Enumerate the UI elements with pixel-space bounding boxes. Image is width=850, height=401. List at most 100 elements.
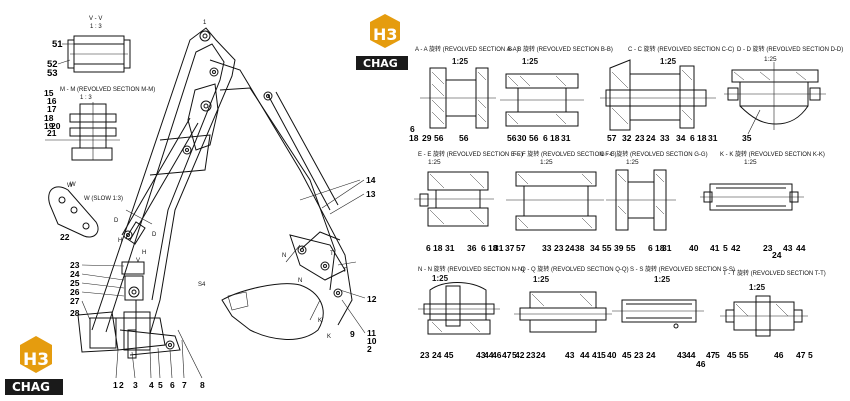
view-mm: M - M (REVOLVED SECTION M-M) 1 : 3 15 16… [44,87,155,161]
section-title: F - F 旋转 (REVOLVED SECTION F-F) [513,150,617,158]
logo-top: H3 CHAG [356,14,408,70]
vv-label: 52 [47,59,58,70]
section-label: 43 [565,350,575,360]
section-label: 6 [426,243,431,253]
main-label: 5 [158,380,163,390]
main-letter: T [330,251,334,257]
main-letter: D [114,218,119,224]
main-label: 2 [119,380,124,390]
main-label: 9 [350,329,355,339]
section-label: 31 [445,243,455,253]
section-title: N - N 旋转 (REVOLVED SECTION N-N) [418,265,524,273]
section-title: T - T 旋转 (REVOLVED SECTION T-T) [723,269,826,277]
section-label: 31 [708,133,718,143]
section-label: 56 [529,133,539,143]
section-label: 18 [550,133,560,143]
mm-label: 15 [44,88,54,98]
section-title: K - K 旋转 (REVOLVED SECTION K-K) [720,150,825,158]
section-scale: 1:25 [764,56,777,63]
section-label: 35 [742,133,752,143]
mm-label: 20 [51,121,61,131]
section-qq: Q - Q 旋转 (REVOLVED SECTION Q-Q) 1:25 42 … [514,265,629,360]
section-label: 47 [796,350,806,360]
section-label: 30 [517,133,527,143]
main-letter: N [298,278,302,284]
main-label: 13 [366,189,376,199]
section-label: 45 [444,350,454,360]
section-label: 29 [422,133,432,143]
section-aa: A - A 旋转 (REVOLVED SECTION A-A) 1:25 6 1… [409,45,519,143]
section-label: 31 [662,243,672,253]
section-label: 36 [467,243,477,253]
section-label: 44 [686,350,696,360]
main-letter: D [152,232,157,238]
main-label: 11 [367,328,376,338]
section-label: 56 [459,133,469,143]
section-label: 55 [739,350,749,360]
w-label: 22 [60,232,70,242]
view-vv-title: V - V [89,16,102,22]
main-letter: H [142,250,146,256]
main-letter: N [282,253,286,259]
mm-label: 16 [47,96,57,106]
main-label: 3 [133,380,138,390]
section-label: 57 [516,243,526,253]
main-letter: 1 [203,20,207,26]
section-label: 5 [512,350,517,360]
section-label: 34 [676,133,686,143]
section-scale: 1:25 [533,275,550,284]
section-title: S - S 旋转 (REVOLVED SECTION S-S) [630,265,735,273]
main-letter: T [343,268,347,274]
section-title: B - B 旋转 (REVOLVED SECTION B-B) [508,45,613,53]
section-label: 5 [723,243,728,253]
main-letter: K [327,334,331,340]
section-label: 31 [561,133,571,143]
section-bb: B - B 旋转 (REVOLVED SECTION B-B) 1:25 56 … [500,45,613,143]
main-assembly-view: 1 D D H H N N T T K K W S4 V [67,20,361,359]
section-label: 24 [565,243,575,253]
logo-word: CHAG [363,57,398,70]
logo-word: CHAG [12,380,50,394]
section-label: 23 [635,133,645,143]
section-title: C - C 旋转 (REVOLVED SECTION C-C) [628,45,734,53]
section-scale: 1:25 [626,159,639,166]
view-mm-scale: 1 : 3 [80,95,92,101]
section-label: 40 [607,350,617,360]
view-w-title: W [70,182,76,188]
main-bottom-labels: 1 2 3 4 5 6 7 8 [113,329,205,390]
section-label: 24 [432,350,442,360]
main-label: 1 [113,380,118,390]
section-scale: 1:25 [452,57,469,66]
main-letter: S4 [198,282,206,288]
section-label: 42 [515,350,525,360]
section-label: 18 [433,243,443,253]
logo-mark: H3 [373,25,398,44]
section-label: 23 [420,350,430,360]
section-title: D - D 旋转 (REVOLVED SECTION D-D) [737,45,843,53]
section-label: 41 [710,243,720,253]
main-label: 7 [182,380,187,390]
section-ff: F - F 旋转 (REVOLVED SECTION F-F) 1:25 6 1… [481,150,617,253]
section-label: 32 [622,133,632,143]
section-label: 24 [772,250,782,260]
section-label: 5 [601,350,606,360]
section-label: 18 [655,243,665,253]
section-scale: 1:25 [428,159,441,166]
view-vv: V - V 1 : 3 51 52 53 [47,16,131,79]
section-label: 44 [796,243,806,253]
section-title: Q - Q 旋转 (REVOLVED SECTION Q-Q) [521,265,629,273]
main-letter: H [118,238,122,244]
section-label: 45 [727,350,737,360]
section-label: 56 [507,133,517,143]
mm-label: 18 [44,113,54,123]
section-label: 5 [715,350,720,360]
section-kk: K - K 旋转 (REVOLVED SECTION K-K) 1:25 40 … [689,150,825,260]
main-label: 4 [149,380,154,390]
section-label: 18 [697,133,707,143]
main-label: 12 [367,294,377,304]
section-label: 6 [648,243,653,253]
section-ss: S - S 旋转 (REVOLVED SECTION S-S) 1:25 45 … [612,265,735,369]
vv-label: 53 [47,68,58,79]
section-label: 43 [476,350,486,360]
